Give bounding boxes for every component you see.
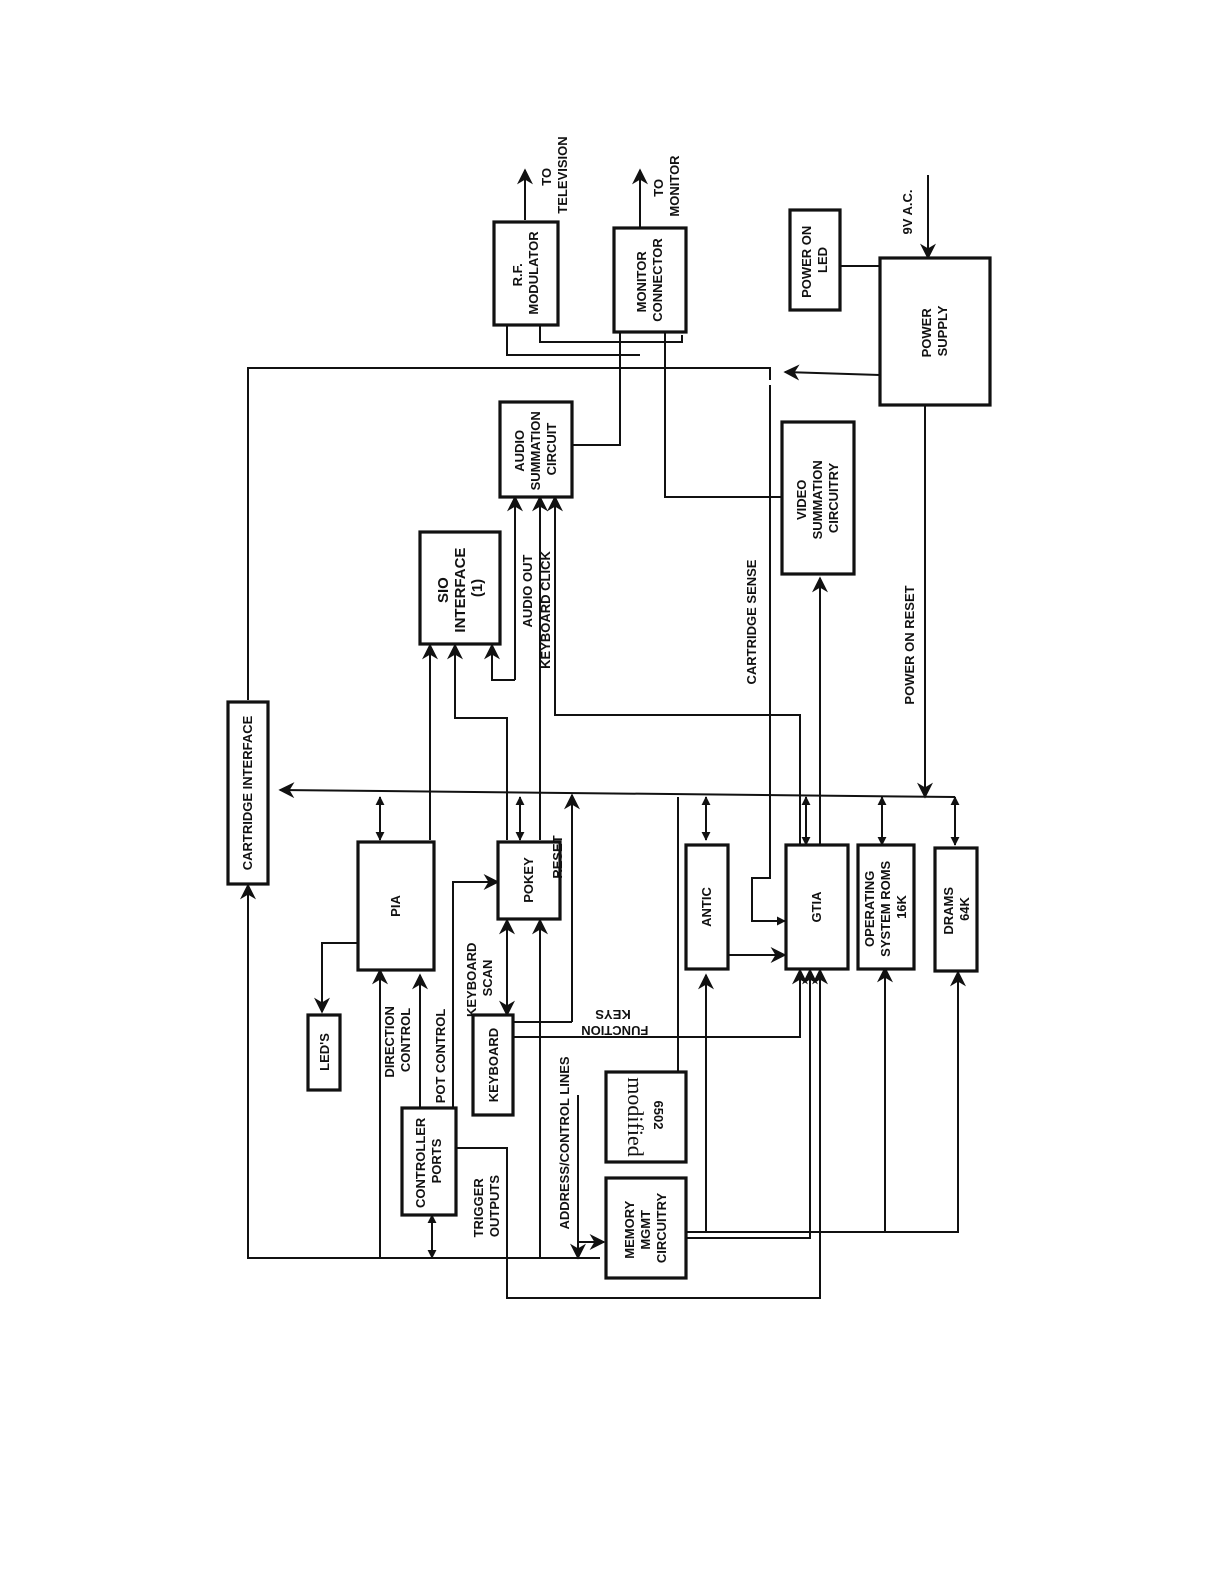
rf-feed-lines	[506, 324, 683, 356]
pia-box	[356, 840, 436, 972]
controller-ports-box	[400, 1106, 458, 1217]
power-supply-label: POWER SUPPLY	[919, 305, 950, 358]
sio-interface-label: SIO INTERFACE (1)	[435, 543, 486, 632]
function-keys-label: FUNCTION KEYS	[578, 1007, 649, 1038]
video-summation-box	[780, 420, 856, 576]
blocks	[226, 208, 992, 1280]
connections	[240, 168, 966, 1299]
signal-labels: TO TELEVISION TO MONITOR 9V A.C. AUDIO O…	[382, 136, 917, 1237]
drams-box	[933, 846, 979, 973]
to-monitor-label: TO MONITOR	[651, 155, 682, 217]
drams-label: DRAMS 64K	[941, 883, 972, 934]
monitor-connector-label: MONITOR CONNECTOR	[634, 238, 665, 322]
main-bus-line	[278, 782, 956, 799]
monitor-connector-box	[612, 226, 688, 334]
audio-to-connector-line	[572, 332, 621, 446]
cartridge-interface-label: CARTRIDGE INTERFACE	[240, 715, 255, 870]
cartridge-interface-box	[226, 700, 270, 886]
mmu-gtia-line	[686, 968, 818, 1239]
audio-out-label: AUDIO OUT	[520, 554, 535, 627]
address-control-lines-label: ADDRESS/CONTROL LINES	[557, 1056, 572, 1229]
memory-mgmt-label: MEMORY MGMT CIRCUITRY	[622, 1193, 669, 1264]
os-roms-label: OPERATING SYSTEM ROMS 16K	[862, 857, 909, 957]
gtia-box	[784, 843, 850, 971]
gtia-label: GTIA	[809, 891, 824, 923]
direction-control-label: DIRECTION CONTROL	[382, 1002, 413, 1077]
cpu-6502-label: 6502 modified	[623, 1077, 667, 1156]
pokey-box	[496, 840, 562, 921]
audio-summation-label: AUDIO SUMMATION CIRCUIT	[512, 408, 559, 491]
to-television-label: TO TELEVISION	[539, 136, 570, 213]
video-summation-label: VIDEO SUMMATION CIRCUITRY	[794, 457, 841, 540]
cpu-6502-box	[604, 1070, 688, 1164]
audio-summation-box	[498, 400, 574, 499]
keyboard-click-label: KEYBOARD CLICK	[538, 551, 553, 669]
rf-modulator-box	[492, 220, 560, 327]
leds-box	[306, 1013, 342, 1092]
function-keys-line	[513, 968, 808, 1038]
sio-audio-line	[484, 643, 515, 681]
cartridge-return-line	[240, 883, 600, 1259]
cartridge-power-line	[247, 367, 771, 700]
memory-mgmt-box	[604, 1176, 688, 1280]
keyboard-label: KEYBOARD	[486, 1028, 501, 1102]
keyboard-box	[471, 1013, 515, 1117]
cartridge-sense-label: CARTRIDGE SENSE	[744, 559, 759, 684]
keyboard-click-line	[547, 495, 801, 845]
keyboard-scan-label: KEYBOARD SCAN	[464, 939, 495, 1017]
antic-box	[684, 843, 730, 971]
controller-ports-label: CONTROLLER PORTS	[413, 1114, 444, 1208]
pia-label: PIA	[388, 895, 403, 917]
trigger-outputs-line	[455, 968, 828, 1299]
nine-v-ac-label: 9V A.C.	[900, 189, 915, 234]
power-on-led-label: POWER ON LED	[799, 222, 830, 298]
leds-label: LED'S	[317, 1033, 332, 1071]
trigger-outputs-label: TRIGGER OUTPUTS	[471, 1175, 502, 1238]
sio-interface-box	[418, 530, 502, 646]
pia-leds-line	[314, 942, 358, 1014]
mmu-dram-line	[686, 970, 966, 1233]
os-roms-box	[856, 843, 916, 971]
reset-label: RESET	[550, 835, 565, 878]
power-on-reset-label: POWER ON RESET	[902, 585, 917, 704]
pot-control-label: POT CONTROL	[433, 1009, 448, 1104]
pot-pokey-line	[452, 874, 500, 1110]
mmu-rom-line	[686, 966, 893, 1233]
rf-modulator-label: R.F. MODULATOR	[510, 231, 541, 315]
antic-label: ANTIC	[699, 887, 714, 927]
video-to-connector-line	[664, 332, 785, 498]
pokey-label: POKEY	[521, 857, 536, 903]
pokey-sio-line	[447, 643, 508, 840]
block-labels: R.F. MODULATOR MONITOR CONNECTOR POWER O…	[240, 222, 972, 1264]
power-supply-box	[878, 256, 992, 407]
power-on-led-box	[788, 208, 842, 312]
psu-output-line	[783, 364, 881, 381]
cartridge-sense-line	[751, 385, 786, 926]
